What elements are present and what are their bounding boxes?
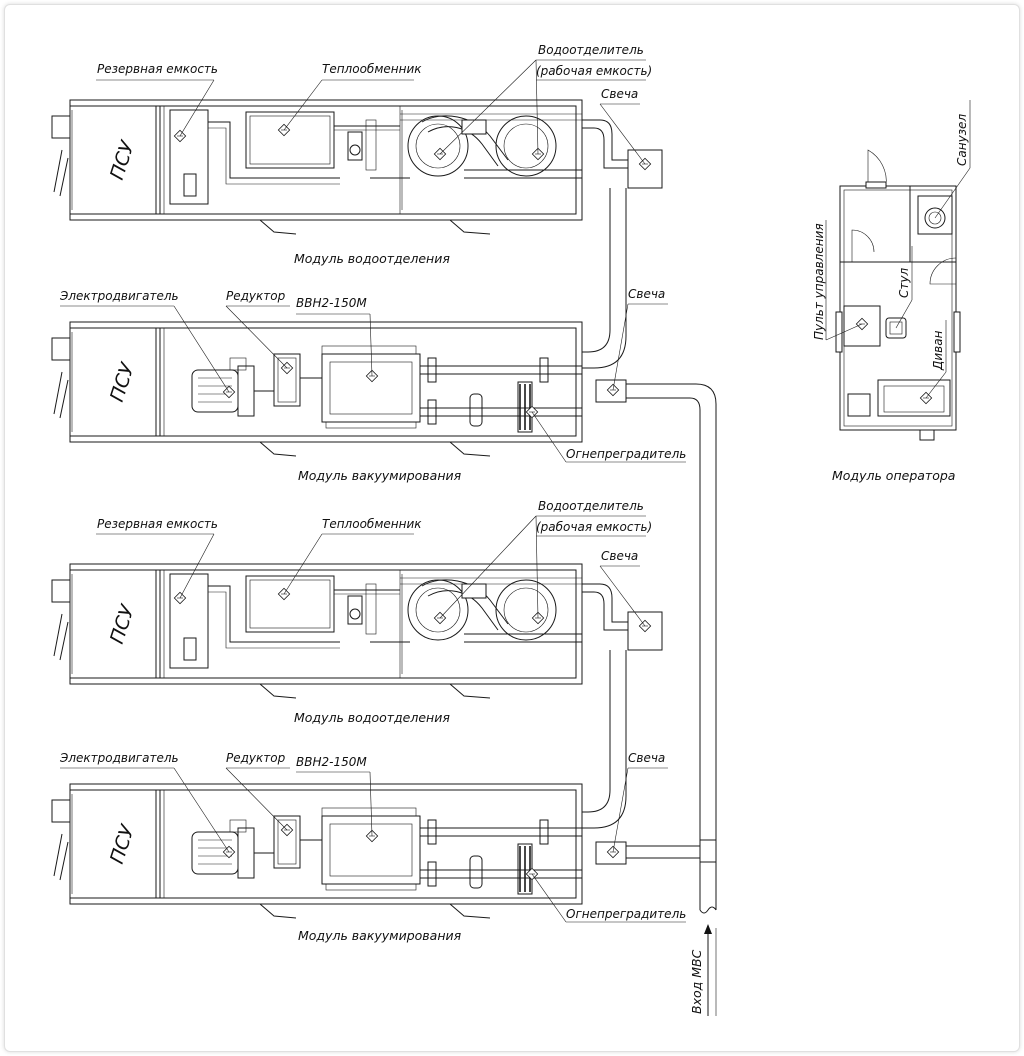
psu-label-1: ПСУ — [106, 137, 139, 182]
svg-text:Теплообменник: Теплообменник — [322, 517, 422, 531]
header-pipe — [626, 397, 701, 910]
callouts-module-4: Электродвигатель Редуктор ВВН2-150М Свеч… — [59, 751, 686, 943]
module-operator-label: Модуль оператора — [832, 468, 955, 483]
module-water-label: Модуль водоотделения — [294, 251, 450, 266]
svg-text:Огнепреградитель: Огнепреградитель — [566, 907, 686, 921]
svg-text:ПСУ: ПСУ — [106, 359, 139, 404]
heat-exchanger-label: Теплообменник — [322, 62, 422, 76]
callouts-module-2: Электродвигатель Редуктор ВВН2-150М Свеч… — [59, 287, 686, 483]
svg-text:Электродвигатель: Электродвигатель — [59, 751, 179, 765]
riser-pipe — [582, 650, 627, 829]
control-panel-label: Пульт управления — [812, 223, 826, 340]
sofa-label: Диван — [931, 330, 945, 371]
svg-text:ПСУ: ПСУ — [106, 601, 139, 646]
water-module-bottom: ПСУ — [51, 563, 663, 699]
header-pipe — [626, 383, 717, 910]
riser-pipe — [582, 188, 627, 369]
riser-pipe — [582, 188, 611, 353]
svg-text:Свеча: Свеча — [601, 549, 638, 563]
flame-arrester-label: Огнепреградитель — [566, 447, 686, 461]
drawing-frame — [4, 4, 1020, 1052]
svg-text:Модуль вакуумирования: Модуль вакуумирования — [298, 928, 462, 943]
psu-label-4: ПСУ — [106, 821, 139, 866]
callouts-module-3: Резервная емкость Теплообменник Водоотде… — [96, 499, 652, 725]
reserve-tank-label: Резервная емкость — [97, 62, 218, 76]
vacuum-module-top: ПСУ — [51, 321, 627, 457]
svg-text:Редуктор: Редуктор — [226, 751, 286, 765]
operator-module — [825, 100, 971, 441]
water-separator-label: Водоотделитель — [538, 43, 644, 57]
module-vacuum-label: Модуль вакуумирования — [298, 468, 462, 483]
pump-label: ВВН2-150М — [296, 296, 367, 310]
riser-pipe — [582, 650, 611, 813]
motor-label: Электродвигатель — [59, 289, 179, 303]
svg-text:Резервная емкость: Резервная емкость — [97, 517, 218, 531]
svg-text:Водоотделитель: Водоотделитель — [538, 499, 644, 513]
reducer-label: Редуктор — [226, 289, 286, 303]
svg-text:(рабочая емкость): (рабочая емкость) — [536, 520, 652, 534]
svg-text:ПСУ: ПСУ — [106, 821, 139, 866]
svg-text:Свеча: Свеча — [628, 751, 665, 765]
inlet-arrow-icon — [704, 924, 717, 1016]
psu-text: ПСУ — [106, 137, 139, 182]
water-module-top: ПСУ — [51, 99, 663, 235]
psu-label-3: ПСУ — [106, 601, 139, 646]
svg-text:Модуль водоотделения: Модуль водоотделения — [294, 710, 450, 725]
chair-label: Стул — [897, 268, 911, 298]
water-separator-sublabel: (рабочая емкость) — [536, 64, 652, 78]
svg-text:ВВН2-150М: ВВН2-150М — [296, 755, 367, 769]
inlet-label: Вход МВС — [689, 949, 704, 1014]
psu-label-2: ПСУ — [106, 359, 139, 404]
candle-label: Свеча — [601, 87, 638, 101]
toilet-label: Санузел — [955, 114, 969, 166]
candle-label: Свеча — [628, 287, 665, 301]
callouts-module-1: Резервная емкость Теплообменник Водоотде… — [96, 43, 652, 266]
vacuum-module-bottom: ПСУ — [51, 783, 627, 919]
